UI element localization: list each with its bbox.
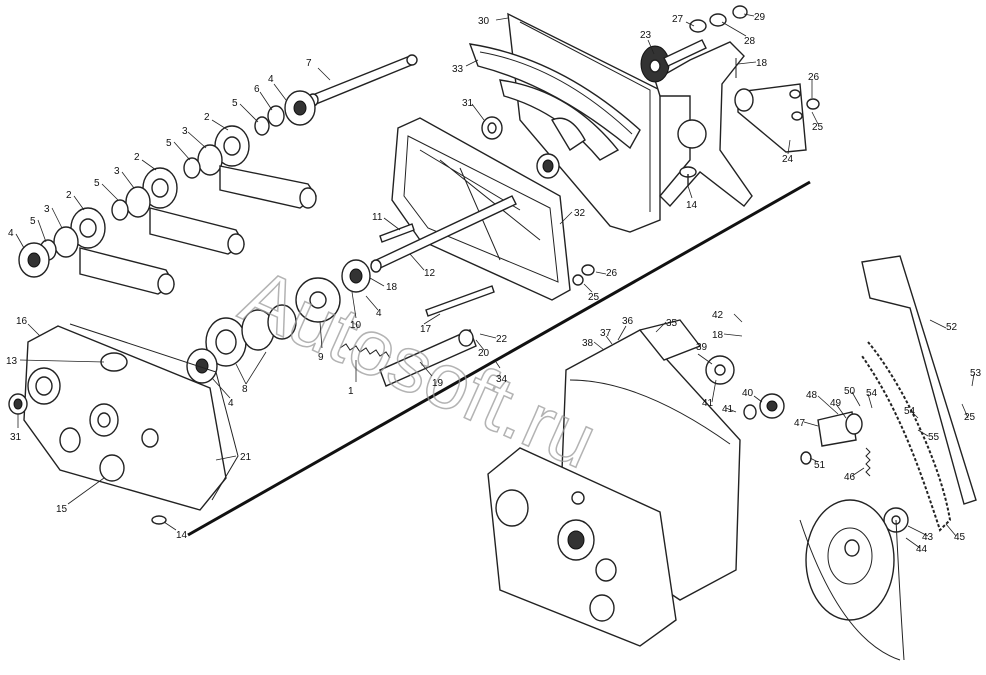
label-7: 7 [306, 58, 312, 69]
shaft-17-and-19 [379, 285, 495, 387]
tensioner-47 [800, 411, 863, 465]
label-15: 15 [56, 504, 68, 515]
label-28: 28 [744, 36, 756, 47]
label-13: 13 [6, 356, 18, 367]
label-50: 50 [844, 386, 856, 397]
label-35: 35 [666, 318, 678, 329]
sprocket-9-and-bearing-10 [295, 259, 371, 323]
label-27: 27 [672, 14, 684, 25]
label-23: 23 [640, 30, 652, 41]
label-36: 36 [622, 316, 634, 327]
label-4: 4 [268, 74, 274, 85]
label-5: 5 [232, 98, 238, 109]
label-46: 46 [844, 472, 856, 483]
label-40: 40 [742, 388, 754, 399]
label-9: 9 [318, 352, 324, 363]
label-19: 19 [432, 378, 444, 389]
label-10: 10 [350, 320, 362, 331]
label-55: 55 [928, 432, 940, 443]
label-11: 11 [372, 212, 383, 223]
label-5: 5 [94, 178, 100, 189]
shaft-12 [370, 195, 517, 273]
label-4: 4 [8, 228, 14, 239]
label-48: 48 [806, 390, 818, 401]
label-18: 18 [386, 282, 398, 293]
belt-guard-35 [638, 319, 702, 361]
guide-plate-assembly [468, 5, 820, 233]
label-12: 12 [424, 268, 436, 279]
label-33: 33 [452, 64, 464, 75]
link-arms [79, 165, 317, 295]
label-1: 1 [348, 386, 354, 397]
label-37: 37 [600, 328, 612, 339]
chain-guard-52 [861, 255, 977, 505]
label-4: 4 [376, 308, 382, 319]
label-47: 47 [794, 418, 806, 429]
label-53: 53 [970, 368, 982, 379]
label-3: 3 [114, 166, 120, 177]
label-31: 31 [10, 432, 22, 443]
label-22: 22 [496, 334, 508, 345]
label-52: 52 [946, 322, 958, 333]
label-4: 4 [228, 398, 234, 409]
label-3: 3 [182, 126, 188, 137]
spring-46 [865, 447, 871, 477]
label-34: 34 [496, 374, 508, 385]
label-5: 5 [166, 138, 172, 149]
callout-labels: 30 27 29 28 23 33 18 26 25 24 14 7 4 6 5… [6, 12, 982, 555]
label-51: 51 [814, 460, 826, 471]
roller-bearings-left [18, 90, 316, 278]
label-2: 2 [66, 190, 72, 201]
label-3: 3 [44, 204, 50, 215]
label-21: 21 [240, 452, 252, 463]
label-54: 54 [904, 406, 916, 417]
label-41: 41 [722, 404, 734, 415]
label-18: 18 [712, 330, 724, 341]
label-2: 2 [134, 152, 140, 163]
label-14: 14 [686, 200, 698, 211]
label-26: 26 [606, 268, 618, 279]
leader-lines [15, 13, 975, 549]
section-divider-line [187, 180, 811, 537]
label-8: 8 [242, 384, 248, 395]
label-18: 18 [756, 58, 768, 69]
spring-1 [339, 343, 391, 359]
label-49: 49 [830, 398, 842, 409]
label-41: 41 [702, 398, 714, 409]
label-2: 2 [204, 112, 210, 123]
label-20: 20 [478, 348, 490, 359]
label-30: 30 [478, 16, 490, 27]
label-6: 6 [254, 84, 260, 95]
label-25: 25 [588, 292, 600, 303]
label-25: 25 [812, 122, 824, 133]
label-14: 14 [176, 530, 188, 541]
wheel-tire [799, 499, 905, 661]
label-44: 44 [916, 544, 928, 555]
drive-chain-45 [861, 341, 952, 532]
label-38: 38 [582, 338, 594, 349]
label-24: 24 [782, 154, 794, 165]
label-31: 31 [462, 98, 474, 109]
label-26: 26 [808, 72, 820, 83]
gearbox-cover-16 [8, 323, 239, 525]
label-39: 39 [696, 342, 708, 353]
assembled-gearbox-view [487, 329, 741, 647]
sprockets-39-40 [705, 355, 785, 420]
label-29: 29 [754, 12, 766, 23]
label-16: 16 [16, 316, 28, 327]
label-54: 54 [866, 388, 878, 399]
label-5: 5 [30, 216, 36, 227]
shaft-7 [307, 54, 418, 107]
label-32: 32 [574, 208, 586, 219]
label-43: 43 [922, 532, 934, 543]
label-17: 17 [420, 324, 432, 335]
gear-assembly-8 [186, 304, 297, 384]
gearbox-housing-32 [391, 116, 595, 301]
label-45: 45 [954, 532, 966, 543]
label-42: 42 [712, 310, 724, 321]
label-25: 25 [964, 412, 976, 423]
